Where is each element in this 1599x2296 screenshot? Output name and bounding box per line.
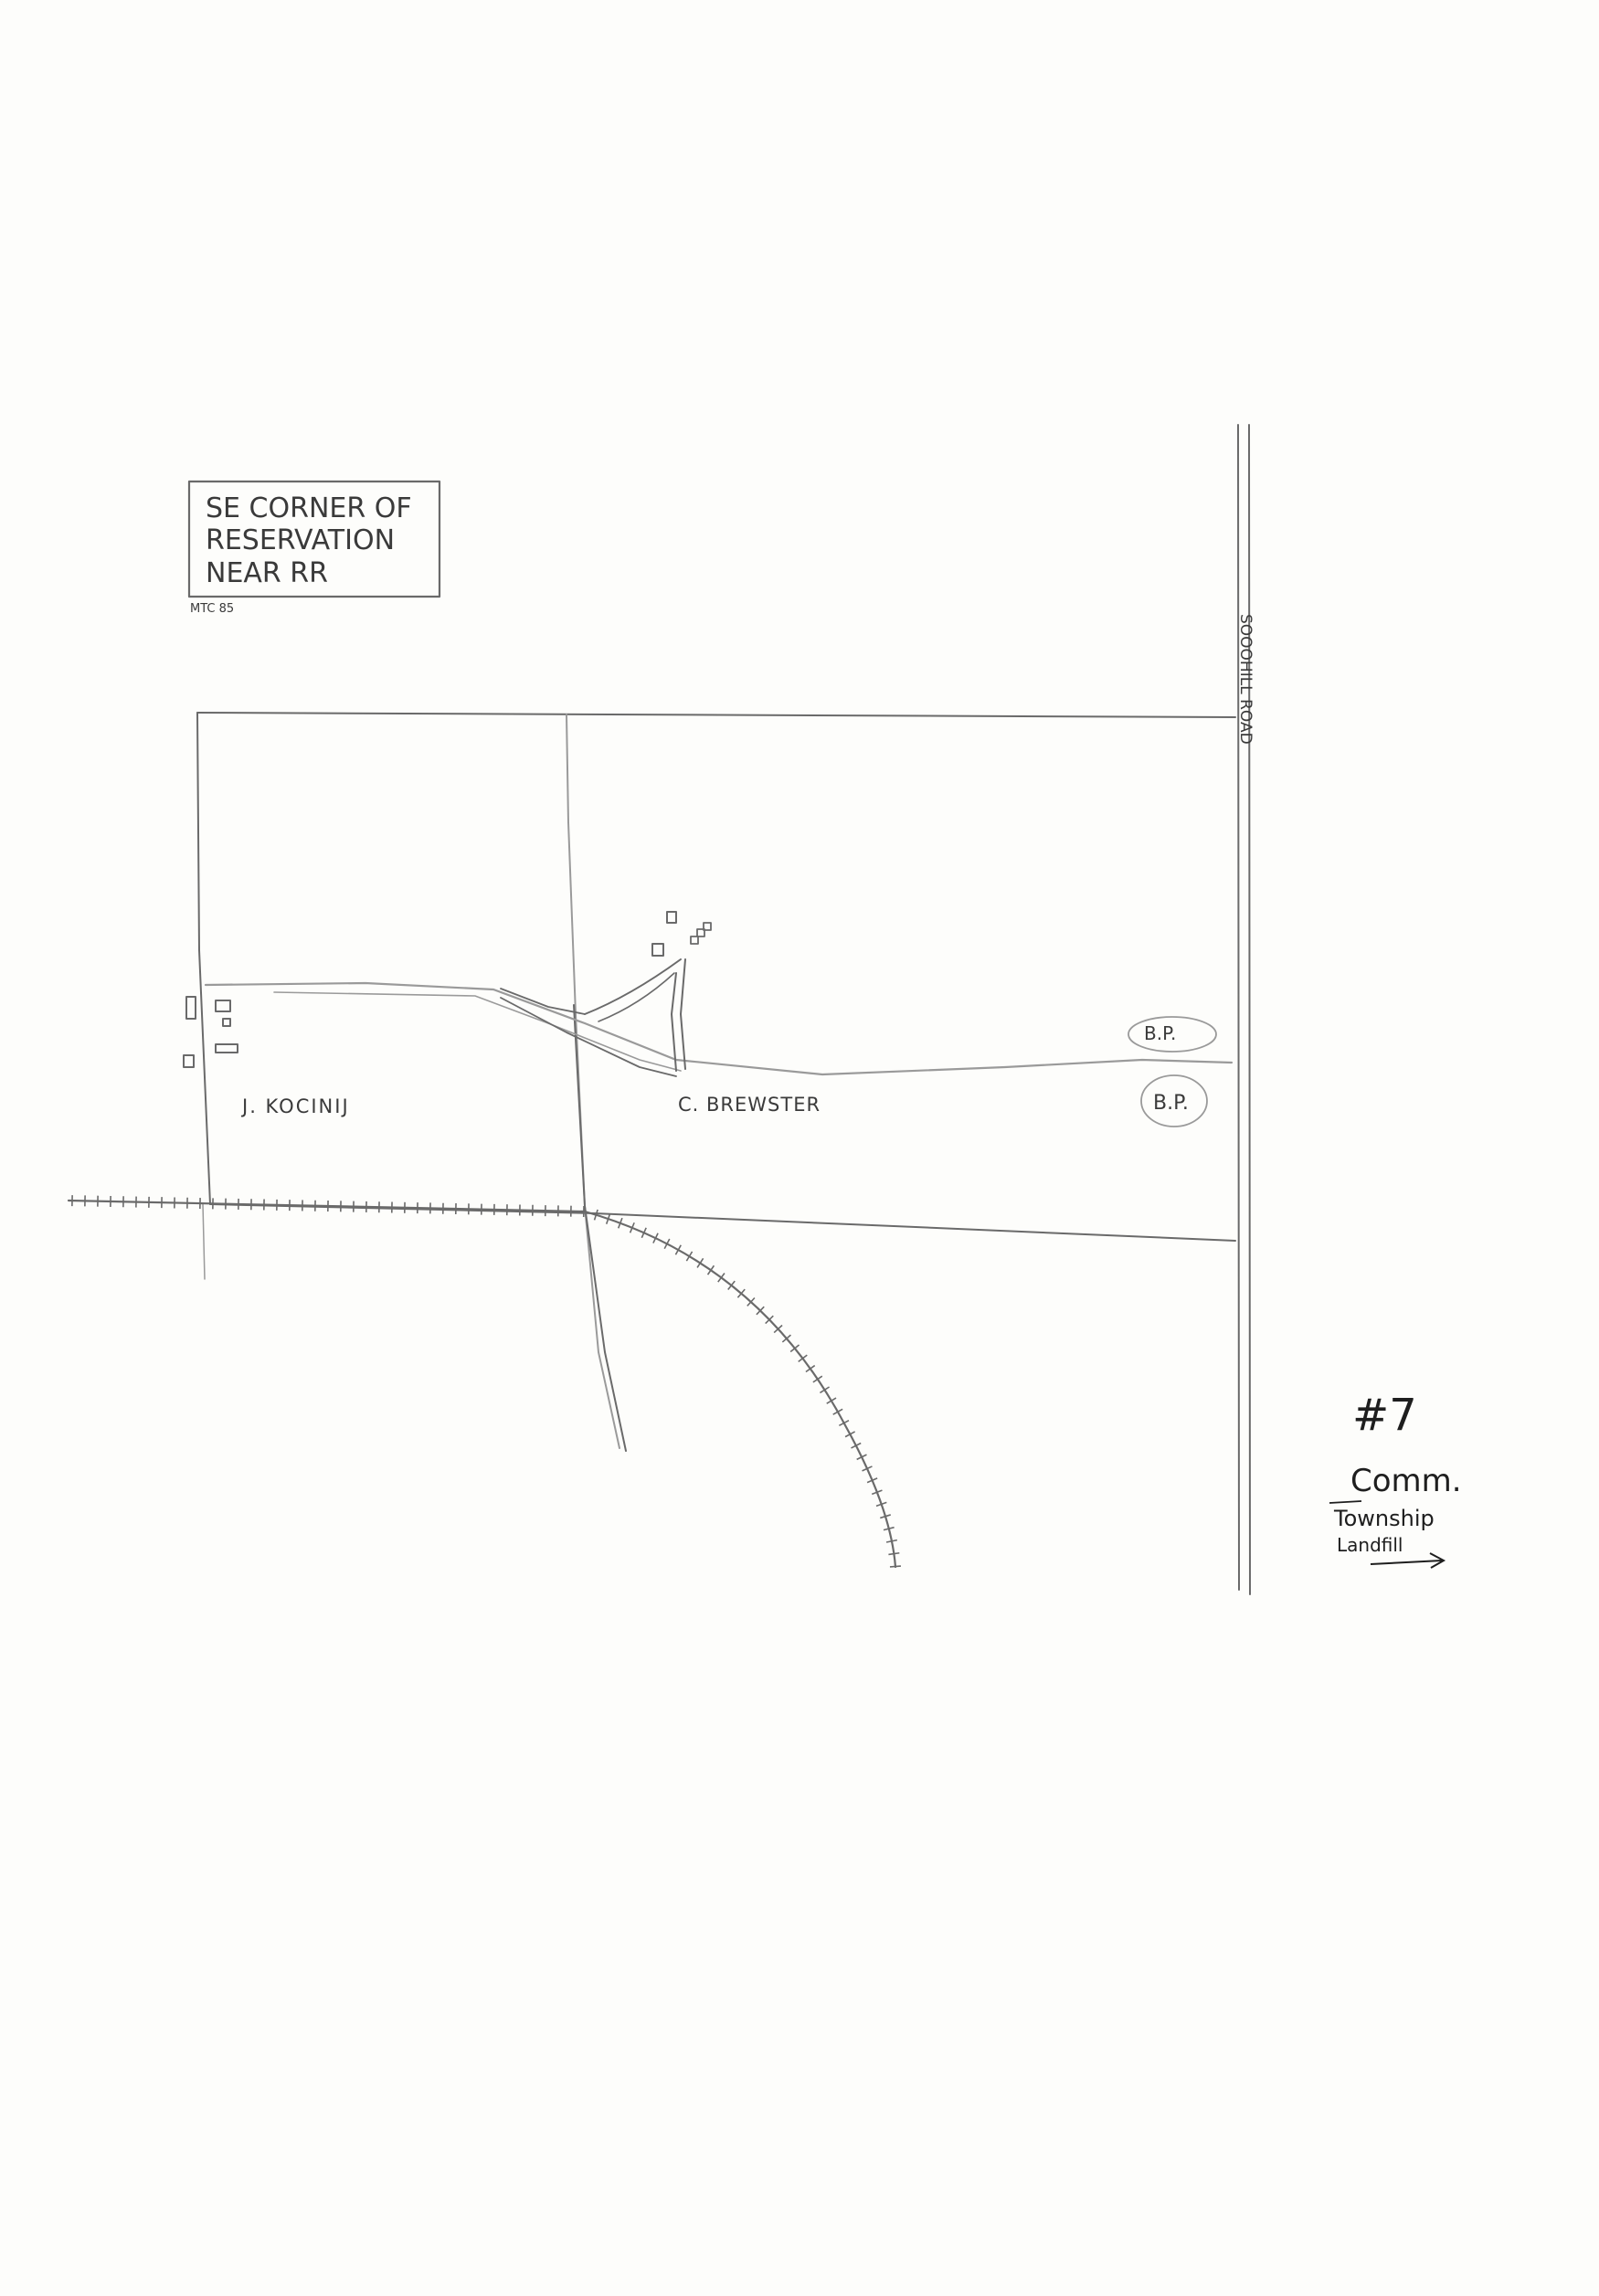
road-label: SOOOHILL ROAD	[1236, 614, 1255, 745]
central-road-west-edge	[566, 714, 620, 1449]
north-boundary-line	[196, 712, 1236, 718]
railroad-line	[67, 1199, 897, 1569]
borrow-pit-lower	[1140, 1074, 1208, 1127]
east-west-road	[204, 981, 1234, 1077]
railroad-tie	[805, 1364, 816, 1373]
central-road	[566, 714, 627, 1452]
railroad-tie	[798, 1354, 808, 1363]
west-boundary-extension	[202, 1203, 206, 1280]
road-north-edge	[204, 981, 1234, 1076]
railroad-tie	[883, 1526, 895, 1531]
railroad-tie	[885, 1539, 897, 1543]
railroad-tie	[617, 1217, 623, 1229]
brewster-driveway	[584, 958, 686, 1072]
title-line-1: SE CORNER OF	[206, 492, 412, 524]
building-icon	[666, 911, 677, 924]
railroad-tie	[717, 1273, 725, 1283]
railroad-tie	[888, 1551, 900, 1556]
railroad-tie	[773, 1324, 783, 1334]
buildings	[183, 911, 712, 1068]
site-number: #7	[1352, 1390, 1417, 1441]
building-icon	[215, 1000, 231, 1012]
railroad-tie	[862, 1465, 873, 1472]
property-boundary	[196, 712, 1236, 1280]
building-icon	[690, 936, 699, 945]
railroad-tie	[856, 1454, 867, 1461]
railroad-tie	[851, 1442, 862, 1449]
building-icon	[185, 996, 196, 1020]
drive-spur-west	[671, 972, 677, 1072]
drive-spur-east	[680, 958, 686, 1070]
railroad-tie	[880, 1514, 891, 1519]
railroad-tie	[820, 1386, 831, 1394]
site-desc-line-2: Township	[1333, 1506, 1435, 1531]
railroad-tie	[866, 1477, 878, 1484]
building-icon	[215, 1043, 238, 1053]
drive-curve-outer	[584, 958, 682, 1015]
site-desc-line-3: Landfill	[1337, 1534, 1403, 1556]
railroad-tie	[652, 1233, 659, 1243]
east-road-edge-right	[1248, 424, 1251, 1595]
railroad-tie	[781, 1334, 791, 1343]
railroad-tie	[706, 1264, 715, 1275]
railroad-tie	[605, 1213, 611, 1224]
brewster-label: C. BREWSTER	[678, 1094, 821, 1116]
railroad-tie	[641, 1227, 647, 1239]
railroad-tie	[629, 1222, 635, 1233]
railroad-tie	[756, 1306, 765, 1316]
railroad-tie	[889, 1565, 902, 1568]
arrow-right-icon	[1370, 1552, 1446, 1569]
site-annotation: #7 Comm. Township Landfill	[1329, 1390, 1462, 1569]
railroad-tie	[789, 1344, 800, 1353]
railroad-tie	[747, 1296, 756, 1307]
building-icon	[703, 922, 712, 931]
railroad-tie	[875, 1501, 887, 1508]
building-icon	[651, 943, 664, 957]
title-box-frame	[187, 480, 441, 598]
east-road-edge-left	[1237, 424, 1240, 1591]
railroad-tie	[727, 1280, 736, 1291]
railroad-tie	[844, 1431, 856, 1438]
drive-curve-inner	[598, 972, 675, 1022]
south-boundary-line	[209, 1203, 1236, 1242]
railroad-tie	[685, 1251, 694, 1262]
building-icon	[222, 1018, 231, 1027]
driveway-upper	[500, 988, 586, 1015]
building-icon	[696, 928, 705, 937]
railroad-ties	[71, 1195, 902, 1568]
bp-upper-label: B.P.	[1144, 1022, 1176, 1044]
railroad-tie	[736, 1288, 746, 1298]
borrow-pit-upper	[1128, 1016, 1217, 1053]
west-boundary-line	[196, 712, 211, 1205]
railroad-tie	[765, 1315, 774, 1325]
railroad-tie	[826, 1397, 837, 1404]
railroad-tie	[593, 1209, 598, 1221]
building-icon	[183, 1054, 195, 1068]
kocinij-label: J. KOCINIJ	[240, 1095, 350, 1117]
railroad-tie	[696, 1257, 704, 1268]
site-desc-line-1: Comm.	[1350, 1463, 1462, 1499]
title-small-note: MTC 85	[190, 602, 234, 616]
railroad-tie	[871, 1489, 883, 1496]
railroad-tie	[832, 1408, 843, 1415]
title-line-2: RESERVATION	[206, 524, 395, 556]
railroad-tie	[674, 1244, 682, 1255]
desc-underline	[1329, 1500, 1362, 1504]
railroad-tie	[663, 1238, 671, 1250]
railroad-track-icon	[67, 1195, 902, 1569]
bp-lower-label: B.P.	[1153, 1092, 1189, 1115]
driveway-lower	[500, 997, 677, 1077]
borrow-pits: B.P. B.P.	[1128, 1016, 1217, 1127]
central-road-east-edge	[573, 1004, 627, 1452]
railroad-tie	[812, 1375, 823, 1383]
title-line-3: NEAR RR	[206, 557, 328, 589]
east-road: SOOOHILL ROAD	[1236, 424, 1255, 1595]
title-box: SE CORNER OF RESERVATION NEAR RR MTC 85	[187, 480, 441, 616]
railroad-tie	[838, 1419, 850, 1427]
road-south-edge	[273, 991, 682, 1072]
